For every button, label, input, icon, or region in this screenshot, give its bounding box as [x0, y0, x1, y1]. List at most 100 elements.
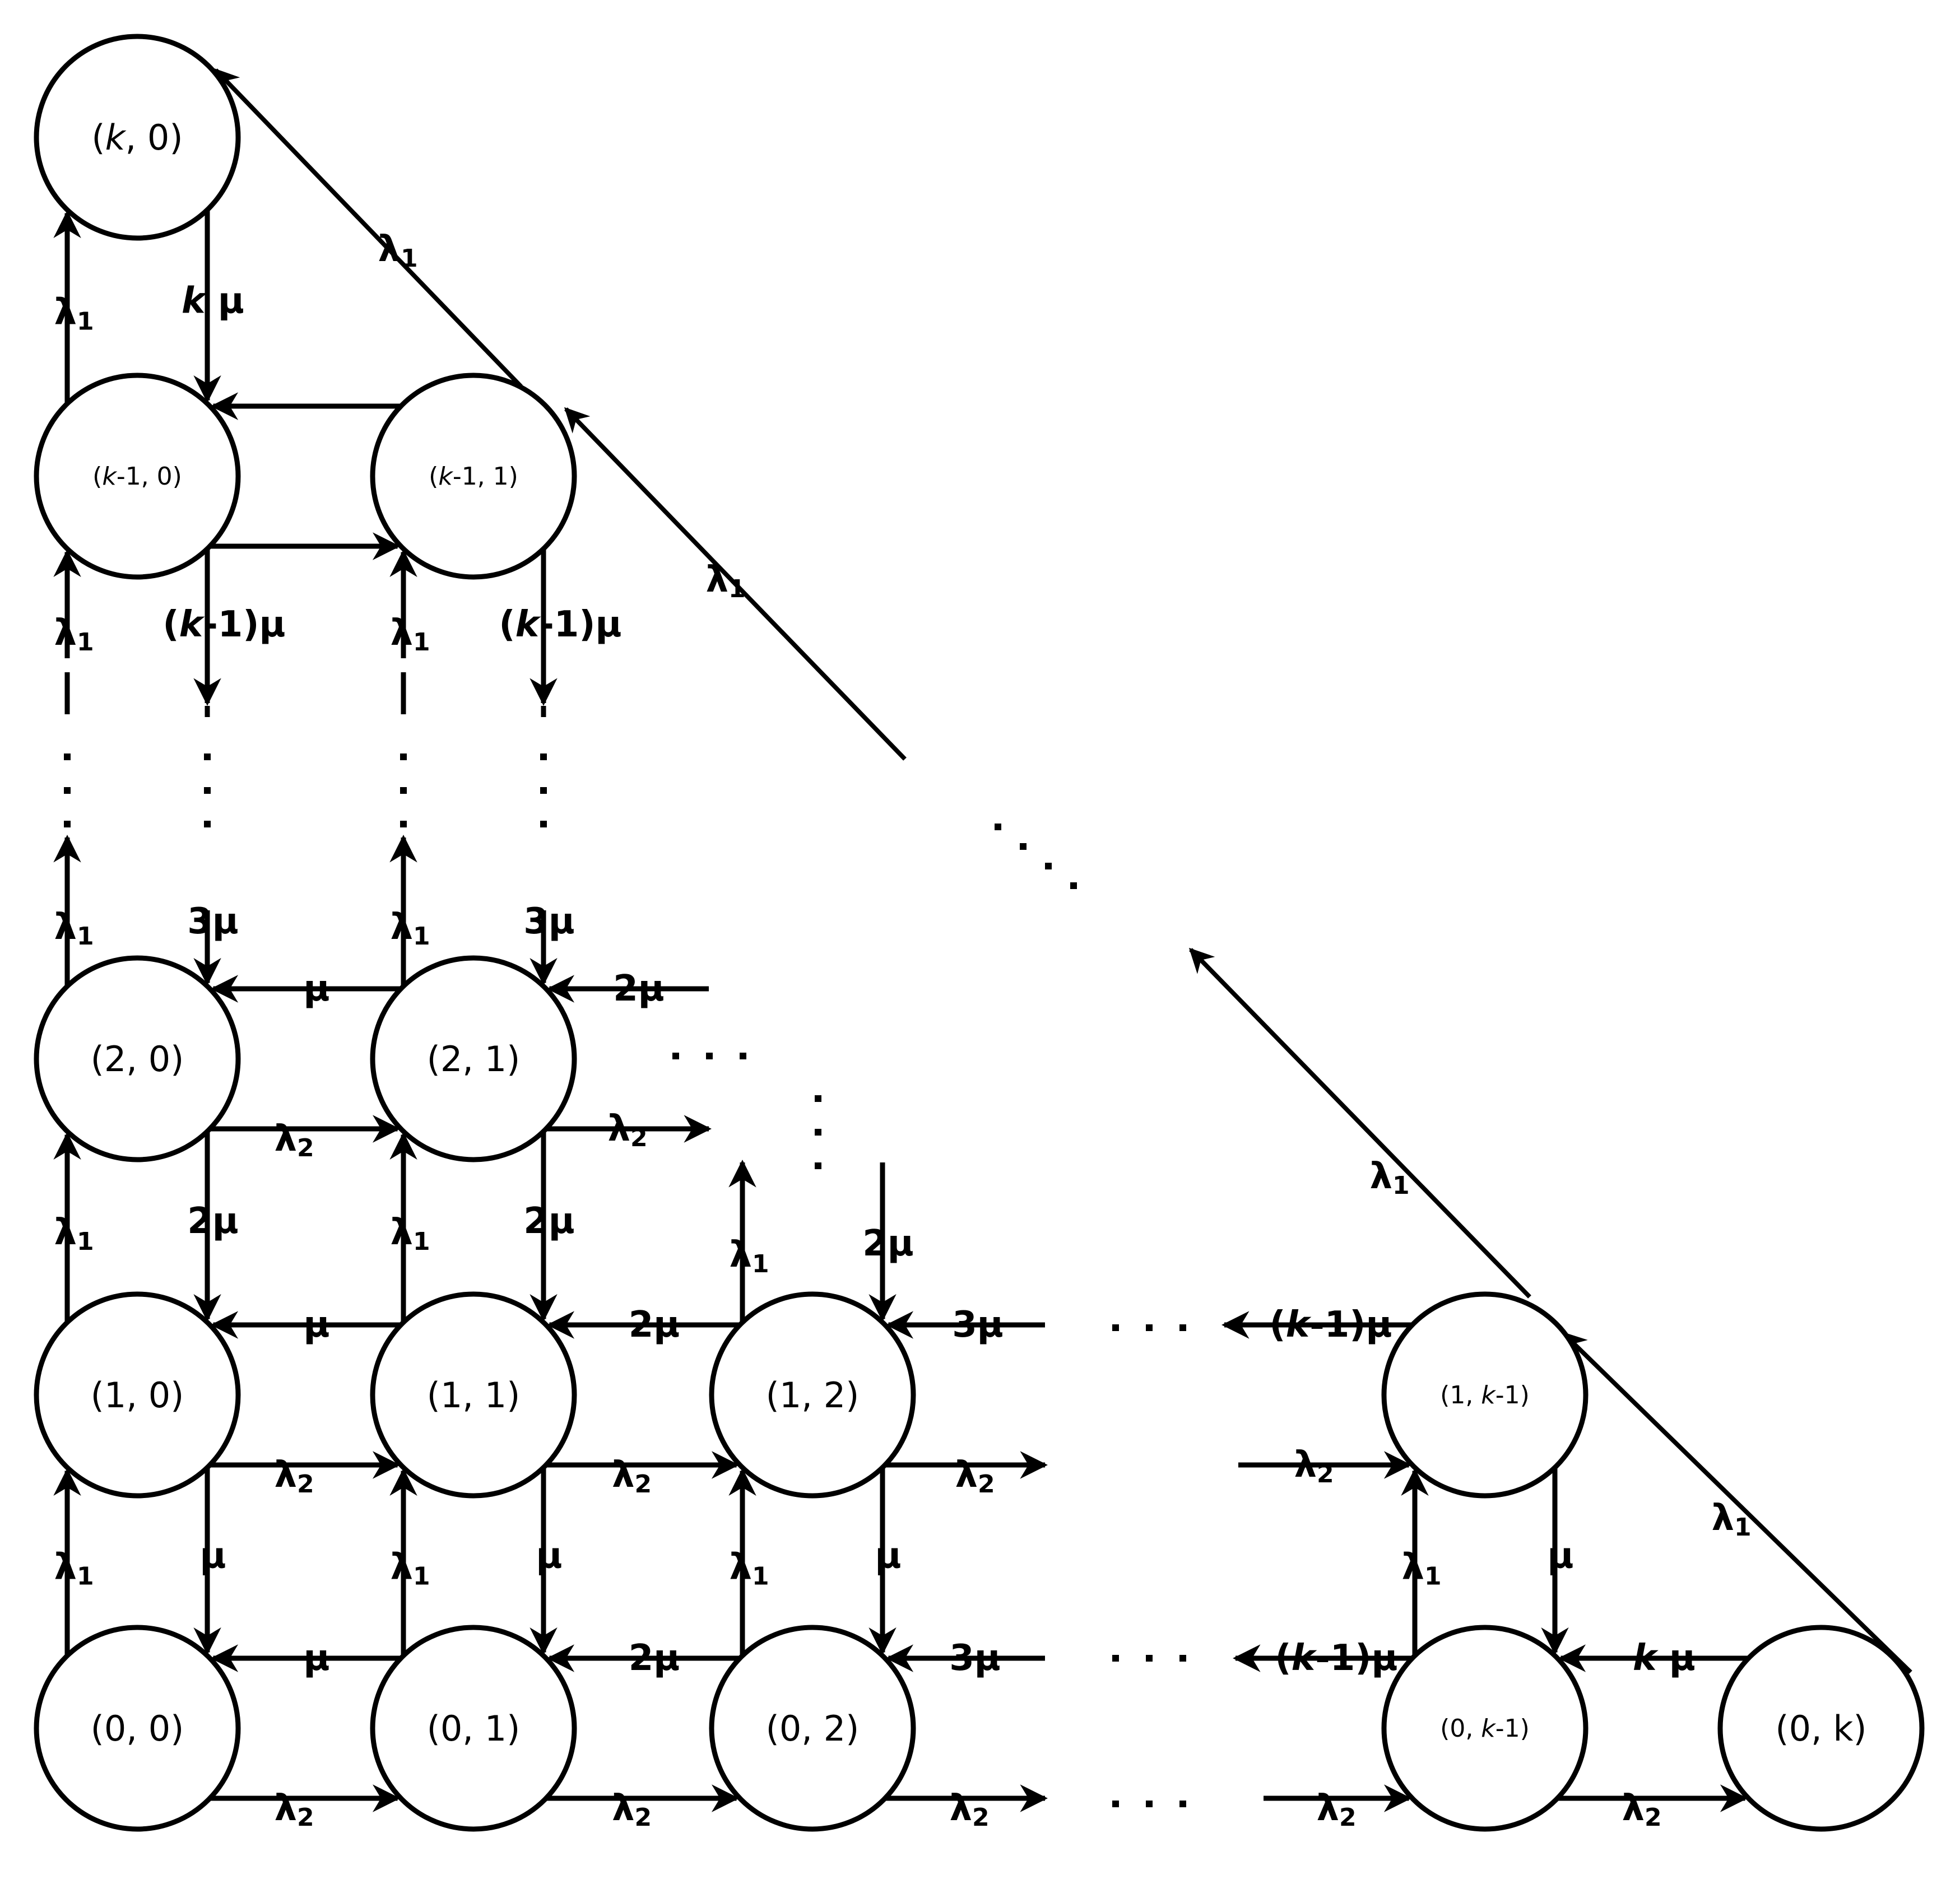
- rate-two_mu: 2μ: [862, 1223, 914, 1264]
- state-label: (1, 2): [766, 1375, 860, 1416]
- rate-km1_mu: (k-1)μ: [1269, 1304, 1392, 1346]
- ellipsis-dot: [1112, 1324, 1119, 1331]
- state-2_0: (2, 0): [34, 955, 241, 1162]
- rate-two_mu: 2μ: [629, 1304, 680, 1346]
- rate-lambda2: λ2: [612, 1788, 652, 1832]
- rate-lambda2: λ2: [1294, 1444, 1334, 1488]
- rate-lambda1: λ1: [729, 1547, 769, 1591]
- rate-lambda2: λ2: [612, 1454, 652, 1499]
- rate-lambda2: λ2: [274, 1118, 314, 1162]
- ellipsis-dot: [1020, 843, 1027, 850]
- diagonal-arrow: [564, 407, 907, 761]
- ellipsis-dot: [64, 787, 71, 794]
- ellipsis-dot: [1146, 1801, 1153, 1807]
- rate-lambda1: λ1: [54, 1547, 94, 1591]
- rate-three_mu: 3μ: [187, 901, 239, 942]
- ellipsis-dot: [540, 787, 547, 794]
- ellipsis-dot: [1146, 1324, 1153, 1331]
- ellipsis-dot: [1070, 882, 1077, 889]
- ellipsis-dot: [1179, 1801, 1186, 1807]
- rate-lambda1: λ1: [729, 1234, 769, 1278]
- rate-km1_mu: (k-1)μ: [1275, 1638, 1397, 1679]
- diagonal-arrow: [213, 68, 523, 388]
- rate-mu: μ: [536, 1536, 562, 1577]
- rate-lambda2: λ2: [1622, 1788, 1661, 1832]
- rate-mu: μ: [303, 1304, 329, 1346]
- rate-two_mu: 2μ: [629, 1638, 680, 1679]
- state-label: (k-1, 1): [429, 462, 518, 491]
- ellipsis-dot: [64, 753, 71, 760]
- rate-three_mu: 3μ: [952, 1304, 1004, 1346]
- ellipsis-dot: [815, 1129, 821, 1136]
- rate-three_mu: 3μ: [949, 1638, 1001, 1679]
- state-0_1: (0, 1): [370, 1625, 577, 1832]
- rate-two_mu: 2μ: [523, 1201, 575, 1242]
- ellipsis-dot: [400, 787, 407, 794]
- ellipsis-dot: [1146, 1655, 1153, 1662]
- rate-lambda2: λ2: [274, 1788, 314, 1832]
- ellipsis-dot: [815, 1162, 821, 1169]
- rate-lambda2: λ2: [955, 1454, 995, 1499]
- state-0_k: (0, k): [1717, 1625, 1925, 1832]
- state-1_0: (1, 0): [34, 1291, 241, 1499]
- rate-lambda2: λ2: [1316, 1788, 1356, 1832]
- rate-mu: μ: [303, 1638, 329, 1679]
- state-km1_0: (k-1, 0): [34, 373, 241, 580]
- ellipsis-dot: [740, 1053, 746, 1059]
- ellipsis-dot: [672, 1053, 679, 1059]
- diagonal-arrow: [1188, 947, 1531, 1299]
- rate-two_mu: 2μ: [613, 968, 665, 1010]
- rate-labels: λ2 μ λ2 2μ λ2 μ λ2 2μ λ2 μ λ2 k μ λ1 μ λ1 μ λ1 μ λ1 μ λ1 2μ λ1…: [54, 229, 1751, 1832]
- state-nodes: (k, 0) (k-1, 0) (k-1, 1) (2, 0) (2, 1) (1, 0)…: [34, 34, 1925, 1832]
- rate-lambda2: λ2: [949, 1788, 989, 1832]
- state-label: (k-1, 0): [92, 462, 182, 491]
- state-1_1: (1, 1): [370, 1291, 577, 1499]
- rate-mu: μ: [199, 1536, 226, 1577]
- rate-mu: μ: [1547, 1536, 1573, 1577]
- ellipsis-dot: [204, 753, 211, 760]
- rate-lambda1: λ1: [1711, 1497, 1751, 1542]
- ellipsis-dot: [204, 821, 211, 827]
- rate-lambda2: λ2: [274, 1454, 314, 1499]
- rate-two_mu: 2μ: [187, 1201, 239, 1242]
- state-k0: (k, 0): [34, 34, 241, 241]
- state-label: (0, 1): [427, 1708, 521, 1749]
- state-2_1: (2, 1): [370, 955, 577, 1162]
- ellipsis-dot: [400, 753, 407, 760]
- state-1_km1: (1, k-1): [1381, 1291, 1589, 1499]
- rate-lambda1: λ1: [378, 229, 417, 273]
- ellipsis-dots: [64, 753, 1186, 1807]
- state-label: (1, 0): [91, 1375, 184, 1416]
- state-label: (1, 1): [427, 1375, 521, 1416]
- rate-mu: μ: [875, 1536, 901, 1577]
- state-label: (1, k-1): [1440, 1381, 1530, 1409]
- state-label: (k, 0): [91, 117, 183, 158]
- rate-lambda1: λ1: [390, 906, 430, 951]
- rate-three_mu: 3μ: [523, 901, 575, 942]
- rate-k_mu: k μ: [1633, 1638, 1696, 1679]
- rate-lambda1: λ1: [390, 1212, 430, 1256]
- rate-lambda1: λ1: [54, 1212, 94, 1256]
- rate-lambda2: λ2: [607, 1108, 647, 1152]
- rate-lambda1: λ1: [390, 1547, 430, 1591]
- state-0_0: (0, 0): [34, 1625, 241, 1832]
- state-label: (0, 2): [766, 1708, 860, 1749]
- state-label: (0, k): [1775, 1708, 1866, 1749]
- state-label: (2, 0): [91, 1039, 184, 1080]
- ellipsis-dot: [1045, 863, 1052, 869]
- state-label: (0, 0): [91, 1708, 184, 1749]
- rate-lambda1: λ1: [54, 906, 94, 951]
- rate-lambda1: λ1: [705, 559, 745, 603]
- rate-lambda1: λ1: [54, 292, 94, 336]
- ellipsis-dot: [706, 1053, 713, 1059]
- ellipsis-dot: [815, 1095, 821, 1102]
- rate-km1_mu: (k-1)μ: [499, 604, 621, 645]
- ellipsis-dot: [540, 821, 547, 827]
- rate-lambda1: λ1: [390, 612, 430, 657]
- ellipsis-dot: [1179, 1655, 1186, 1662]
- rate-k_mu: k μ: [182, 281, 244, 322]
- rate-lambda1: λ1: [1401, 1547, 1441, 1591]
- rate-mu: μ: [303, 968, 329, 1010]
- transition-edges: [53, 68, 1912, 1812]
